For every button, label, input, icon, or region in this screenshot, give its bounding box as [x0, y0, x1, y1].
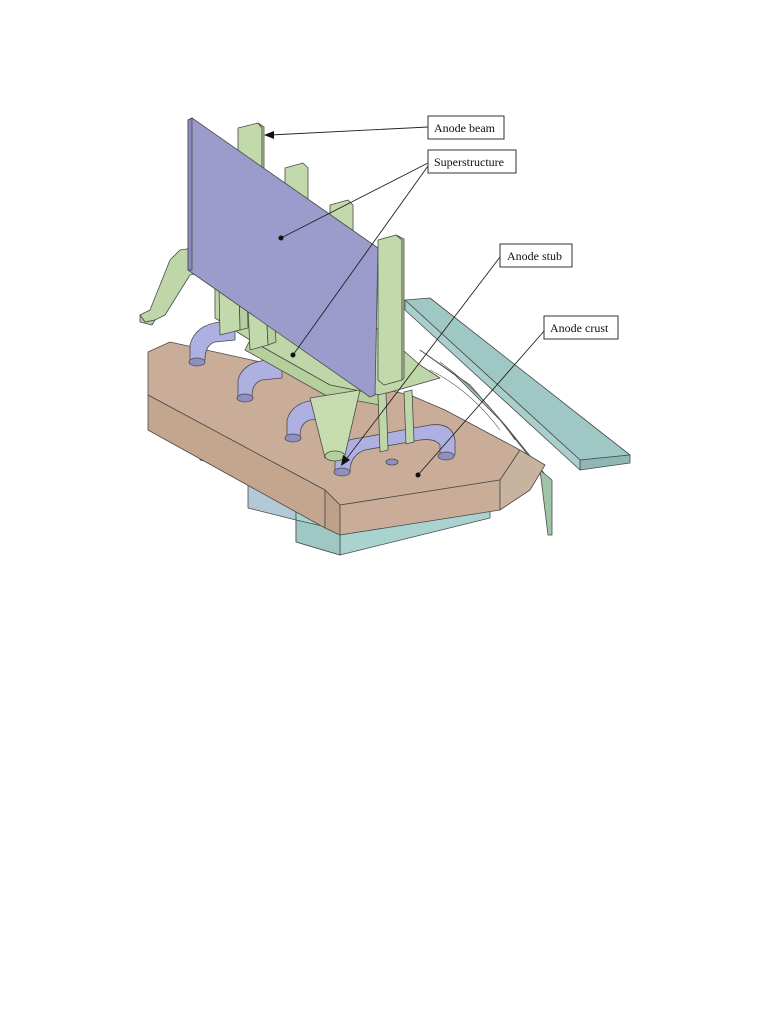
- anode-beam-plate: [187, 117, 379, 398]
- leader-lines: [264, 126, 546, 478]
- label-anode-stub: Anode stub: [499, 243, 573, 268]
- side-wall: [419, 349, 553, 536]
- label-anode-crust-text: Anode crust: [550, 321, 609, 335]
- label-anode-beam: Anode beam: [427, 115, 505, 140]
- label-anode-beam-text: Anode beam: [434, 121, 496, 135]
- side-slab: [404, 297, 631, 471]
- anode-beam-post-front: [377, 234, 405, 386]
- stub-4: [333, 424, 456, 477]
- label-superstructure: Superstructure: [427, 149, 517, 174]
- label-anode-crust: Anode crust: [543, 315, 619, 340]
- label-superstructure-text: Superstructure: [434, 155, 504, 169]
- label-anode-stub-text: Anode stub: [507, 249, 562, 263]
